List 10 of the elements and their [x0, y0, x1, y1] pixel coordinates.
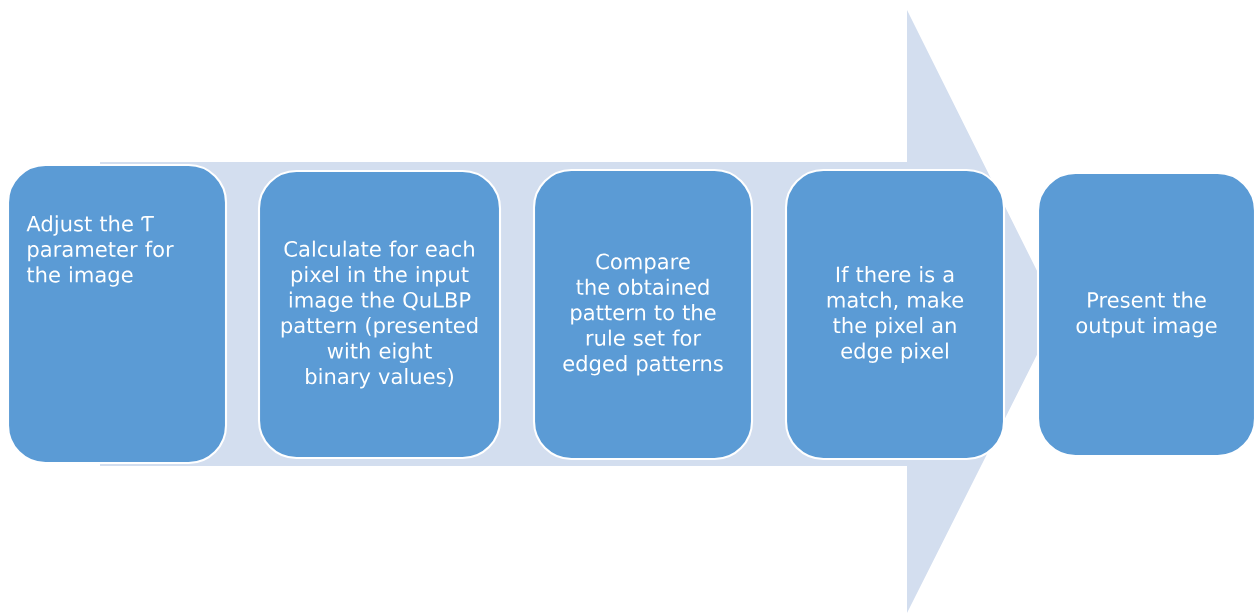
process-box [257, 169, 502, 460]
step-text: If there is a match, make the pixel an edge pixel [827, 266, 964, 363]
process-box [1036, 171, 1257, 458]
step-text: Calculate for each pixel in the input image the QuLBP pattern (presented with eight binary values) [281, 240, 478, 389]
step-text: Present the output image [1076, 291, 1217, 338]
step-text: Compare the obtained pattern to the rule set for edged patterns [563, 253, 723, 376]
process-box [6, 163, 228, 465]
process-box [784, 168, 1006, 461]
step-text: Adjust the Ƭ parameter for the image [26, 215, 174, 287]
process-box [532, 168, 754, 461]
